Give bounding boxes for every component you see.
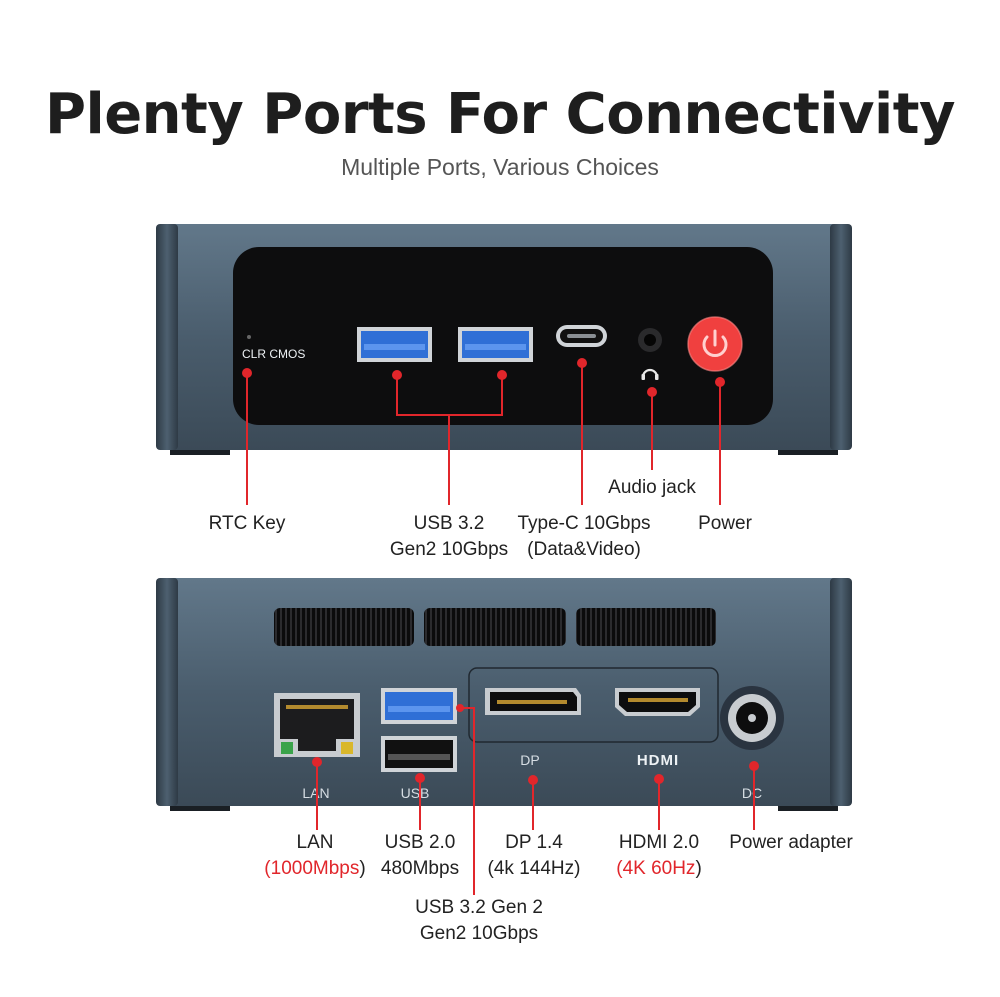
callout-hdmi-line1: HDMI 2.0 bbox=[618, 832, 700, 853]
power-icon bbox=[702, 329, 728, 357]
vent-slots bbox=[274, 608, 716, 646]
audio-jack bbox=[638, 328, 662, 352]
front-callout-lines bbox=[246, 363, 721, 505]
callout-hdmi: HDMI 2.0 (4K 60Hz) bbox=[600, 830, 718, 882]
hdmi-logo: HDMI bbox=[637, 752, 679, 769]
front-callout-dots bbox=[242, 358, 725, 397]
callout-front-usb32: USB 3.2 Gen2 10Gbps bbox=[379, 511, 519, 563]
clr-cmos-hole bbox=[247, 335, 251, 339]
dc-port bbox=[720, 686, 784, 750]
callout-lan-line2: (1000Mbps) bbox=[245, 856, 385, 882]
lan-paren-close: ) bbox=[359, 858, 366, 879]
hdmi-spec: 4K 60Hz bbox=[622, 858, 696, 879]
hdmi-paren-open: ( bbox=[616, 858, 623, 879]
rear-label-dc: DC bbox=[742, 785, 762, 801]
callout-front-usb32-line1: USB 3.2 bbox=[413, 513, 485, 534]
rear-usb32-port bbox=[381, 688, 457, 724]
headphone-icon bbox=[641, 368, 659, 380]
dp-port bbox=[485, 688, 581, 715]
callout-lan-line1: LAN bbox=[296, 832, 334, 853]
hdmi-port bbox=[615, 688, 700, 716]
callout-usb20: USB 2.0 480Mbps bbox=[372, 830, 468, 882]
lan-paren-open: ( bbox=[264, 858, 271, 879]
callout-dp: DP 1.4 (4k 144Hz) bbox=[478, 830, 590, 882]
callout-dp-line1: DP 1.4 bbox=[505, 832, 563, 853]
rear-usb20-port bbox=[381, 736, 457, 772]
callout-power: Power bbox=[698, 513, 752, 534]
callout-rear-usb32-line1: USB 3.2 Gen 2 bbox=[415, 897, 543, 918]
callout-front-usb32-line2: Gen2 10Gbps bbox=[389, 539, 509, 560]
lan-speed: 1000Mbps bbox=[270, 858, 360, 879]
video-ports-frame bbox=[468, 667, 719, 743]
callout-usb20-line2: 480Mbps bbox=[380, 858, 460, 879]
rear-label-dp: DP bbox=[520, 752, 539, 768]
rear-label-usb: USB bbox=[401, 785, 430, 801]
callout-hdmi-line2: (4K 60Hz) bbox=[600, 856, 718, 882]
callout-dc: Power adapter bbox=[729, 832, 853, 853]
lan-port bbox=[274, 693, 360, 757]
page-title: Plenty Ports For Connectivity bbox=[44, 82, 956, 147]
type-c-port bbox=[556, 325, 607, 347]
clr-cmos-text: CLR CMOS bbox=[242, 347, 305, 361]
rear-callout-lines bbox=[316, 707, 755, 895]
callout-rtc-key: RTC Key bbox=[208, 513, 286, 534]
page-subtitle: Multiple Ports, Various Choices bbox=[341, 154, 659, 180]
callout-rear-usb32-line2: Gen2 10Gbps bbox=[419, 923, 539, 944]
rear-callout-dots bbox=[312, 704, 759, 785]
callout-audio: Audio jack bbox=[608, 477, 696, 498]
callout-typec-line1: Type-C 10Gbps bbox=[517, 513, 651, 534]
usb-port-1 bbox=[357, 327, 432, 362]
callout-typec: Type-C 10Gbps (Data&Video) bbox=[502, 511, 666, 563]
callout-dp-line2: (4k 144Hz) bbox=[487, 858, 581, 879]
hdmi-paren-close: ) bbox=[695, 858, 702, 879]
callout-lan: LAN (1000Mbps) bbox=[245, 830, 385, 882]
usb-port-2 bbox=[458, 327, 533, 362]
callout-usb20-line1: USB 2.0 bbox=[384, 832, 456, 853]
callout-typec-line2: (Data&Video) bbox=[527, 539, 641, 560]
callout-rear-usb32: USB 3.2 Gen 2 Gen2 10Gbps bbox=[400, 895, 558, 947]
